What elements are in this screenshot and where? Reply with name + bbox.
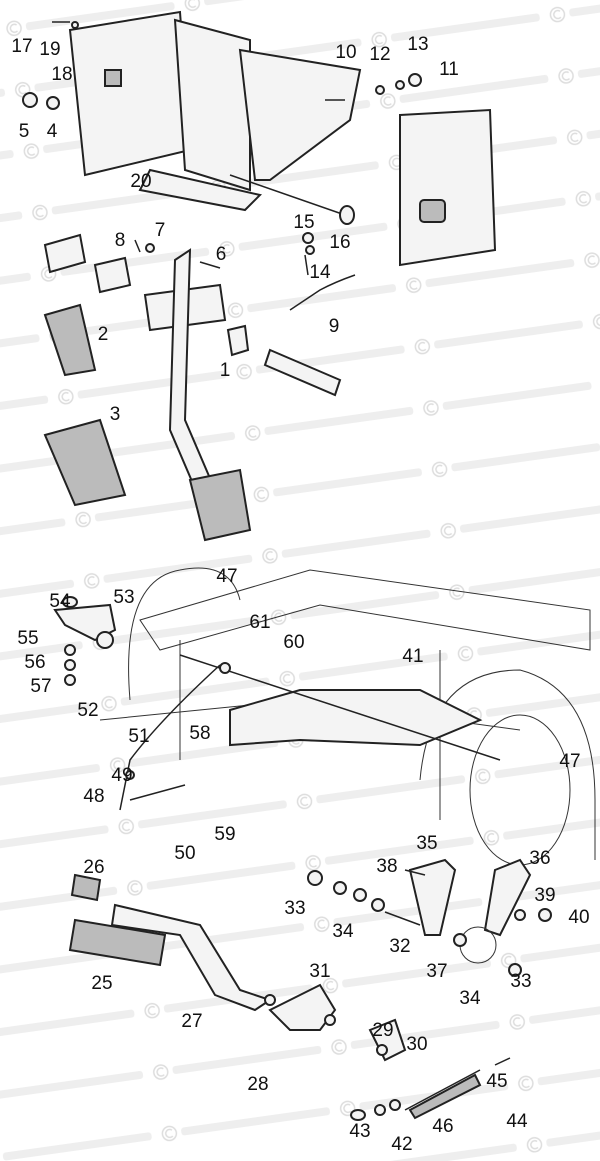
small-fasteners-top xyxy=(22,21,422,311)
handbrake-cable xyxy=(119,654,501,811)
callout-13: 13 xyxy=(407,34,428,55)
callout-14: 14 xyxy=(309,262,331,283)
ratchet-spring-parts xyxy=(350,1018,511,1121)
pedal-pads xyxy=(43,303,127,507)
callout-12: 12 xyxy=(369,44,390,65)
callout-33: 33 xyxy=(284,898,305,919)
callout-25: 25 xyxy=(91,973,112,994)
callout-9: 9 xyxy=(329,316,340,337)
callout-47b: 47 xyxy=(559,751,580,772)
callout-6: 6 xyxy=(216,244,227,265)
relay-lever-assembly xyxy=(307,858,552,977)
callout-42: 42 xyxy=(391,1134,412,1155)
callout-37: 37 xyxy=(426,961,447,982)
callout-38: 38 xyxy=(376,856,397,877)
callout-18: 18 xyxy=(51,64,72,85)
callout-34b: 34 xyxy=(459,988,481,1009)
callout-17: 17 xyxy=(11,36,32,57)
callout-41: 41 xyxy=(402,646,423,667)
callout-44: 44 xyxy=(506,1111,528,1132)
chassis-frame xyxy=(99,567,596,866)
handbrake-lever xyxy=(68,873,337,1031)
callout-57: 57 xyxy=(30,676,51,697)
callout-10: 10 xyxy=(335,42,356,63)
callout-35: 35 xyxy=(416,833,437,854)
callout-52: 52 xyxy=(77,700,98,721)
callout-58: 58 xyxy=(189,723,210,744)
callout-36: 36 xyxy=(529,848,550,869)
clutch-pedal xyxy=(168,248,252,542)
callout-1: 1 xyxy=(220,360,231,381)
callout-3: 3 xyxy=(110,404,121,425)
callout-7: 7 xyxy=(155,220,166,241)
callout-47: 47 xyxy=(216,566,237,587)
callout-16: 16 xyxy=(329,232,350,253)
callout-11: 11 xyxy=(439,59,459,80)
callout-28: 28 xyxy=(247,1074,268,1095)
callout-56: 56 xyxy=(24,652,45,673)
callout-26: 26 xyxy=(83,857,104,878)
callout-59: 59 xyxy=(214,824,235,845)
callout-55: 55 xyxy=(17,628,38,649)
callout-40: 40 xyxy=(568,907,589,928)
callout-60: 60 xyxy=(283,632,304,653)
callout-50: 50 xyxy=(174,843,195,864)
callout-45: 45 xyxy=(486,1071,507,1092)
callout-61: 61 xyxy=(249,612,270,633)
callout-5: 5 xyxy=(19,121,30,142)
callout-34: 34 xyxy=(332,921,354,942)
callout-53: 53 xyxy=(113,587,134,608)
callout-39: 39 xyxy=(534,885,555,906)
callout-19: 19 xyxy=(39,39,60,60)
callout-27: 27 xyxy=(181,1011,202,1032)
callout-8: 8 xyxy=(115,230,126,251)
callout-20: 20 xyxy=(130,171,151,192)
callout-54: 54 xyxy=(49,591,71,612)
pedal-box-assembly xyxy=(68,10,362,212)
callout-2: 2 xyxy=(98,324,109,345)
lever-bracket xyxy=(53,596,117,686)
callout-51: 51 xyxy=(128,726,149,747)
callout-49: 49 xyxy=(111,765,132,786)
callout-31: 31 xyxy=(309,961,330,982)
reservoir-cover xyxy=(399,108,497,267)
callout-43: 43 xyxy=(349,1121,370,1142)
clevis-pin xyxy=(125,770,186,801)
bolt-long xyxy=(229,174,355,225)
callout-46: 46 xyxy=(432,1116,453,1137)
callout-15: 15 xyxy=(293,212,314,233)
callout-33b: 33 xyxy=(510,971,531,992)
callout-4: 4 xyxy=(47,121,58,142)
callout-32: 32 xyxy=(389,936,410,957)
callout-30: 30 xyxy=(406,1034,427,1055)
callout-48: 48 xyxy=(83,786,104,807)
callout-29: 29 xyxy=(372,1020,393,1041)
